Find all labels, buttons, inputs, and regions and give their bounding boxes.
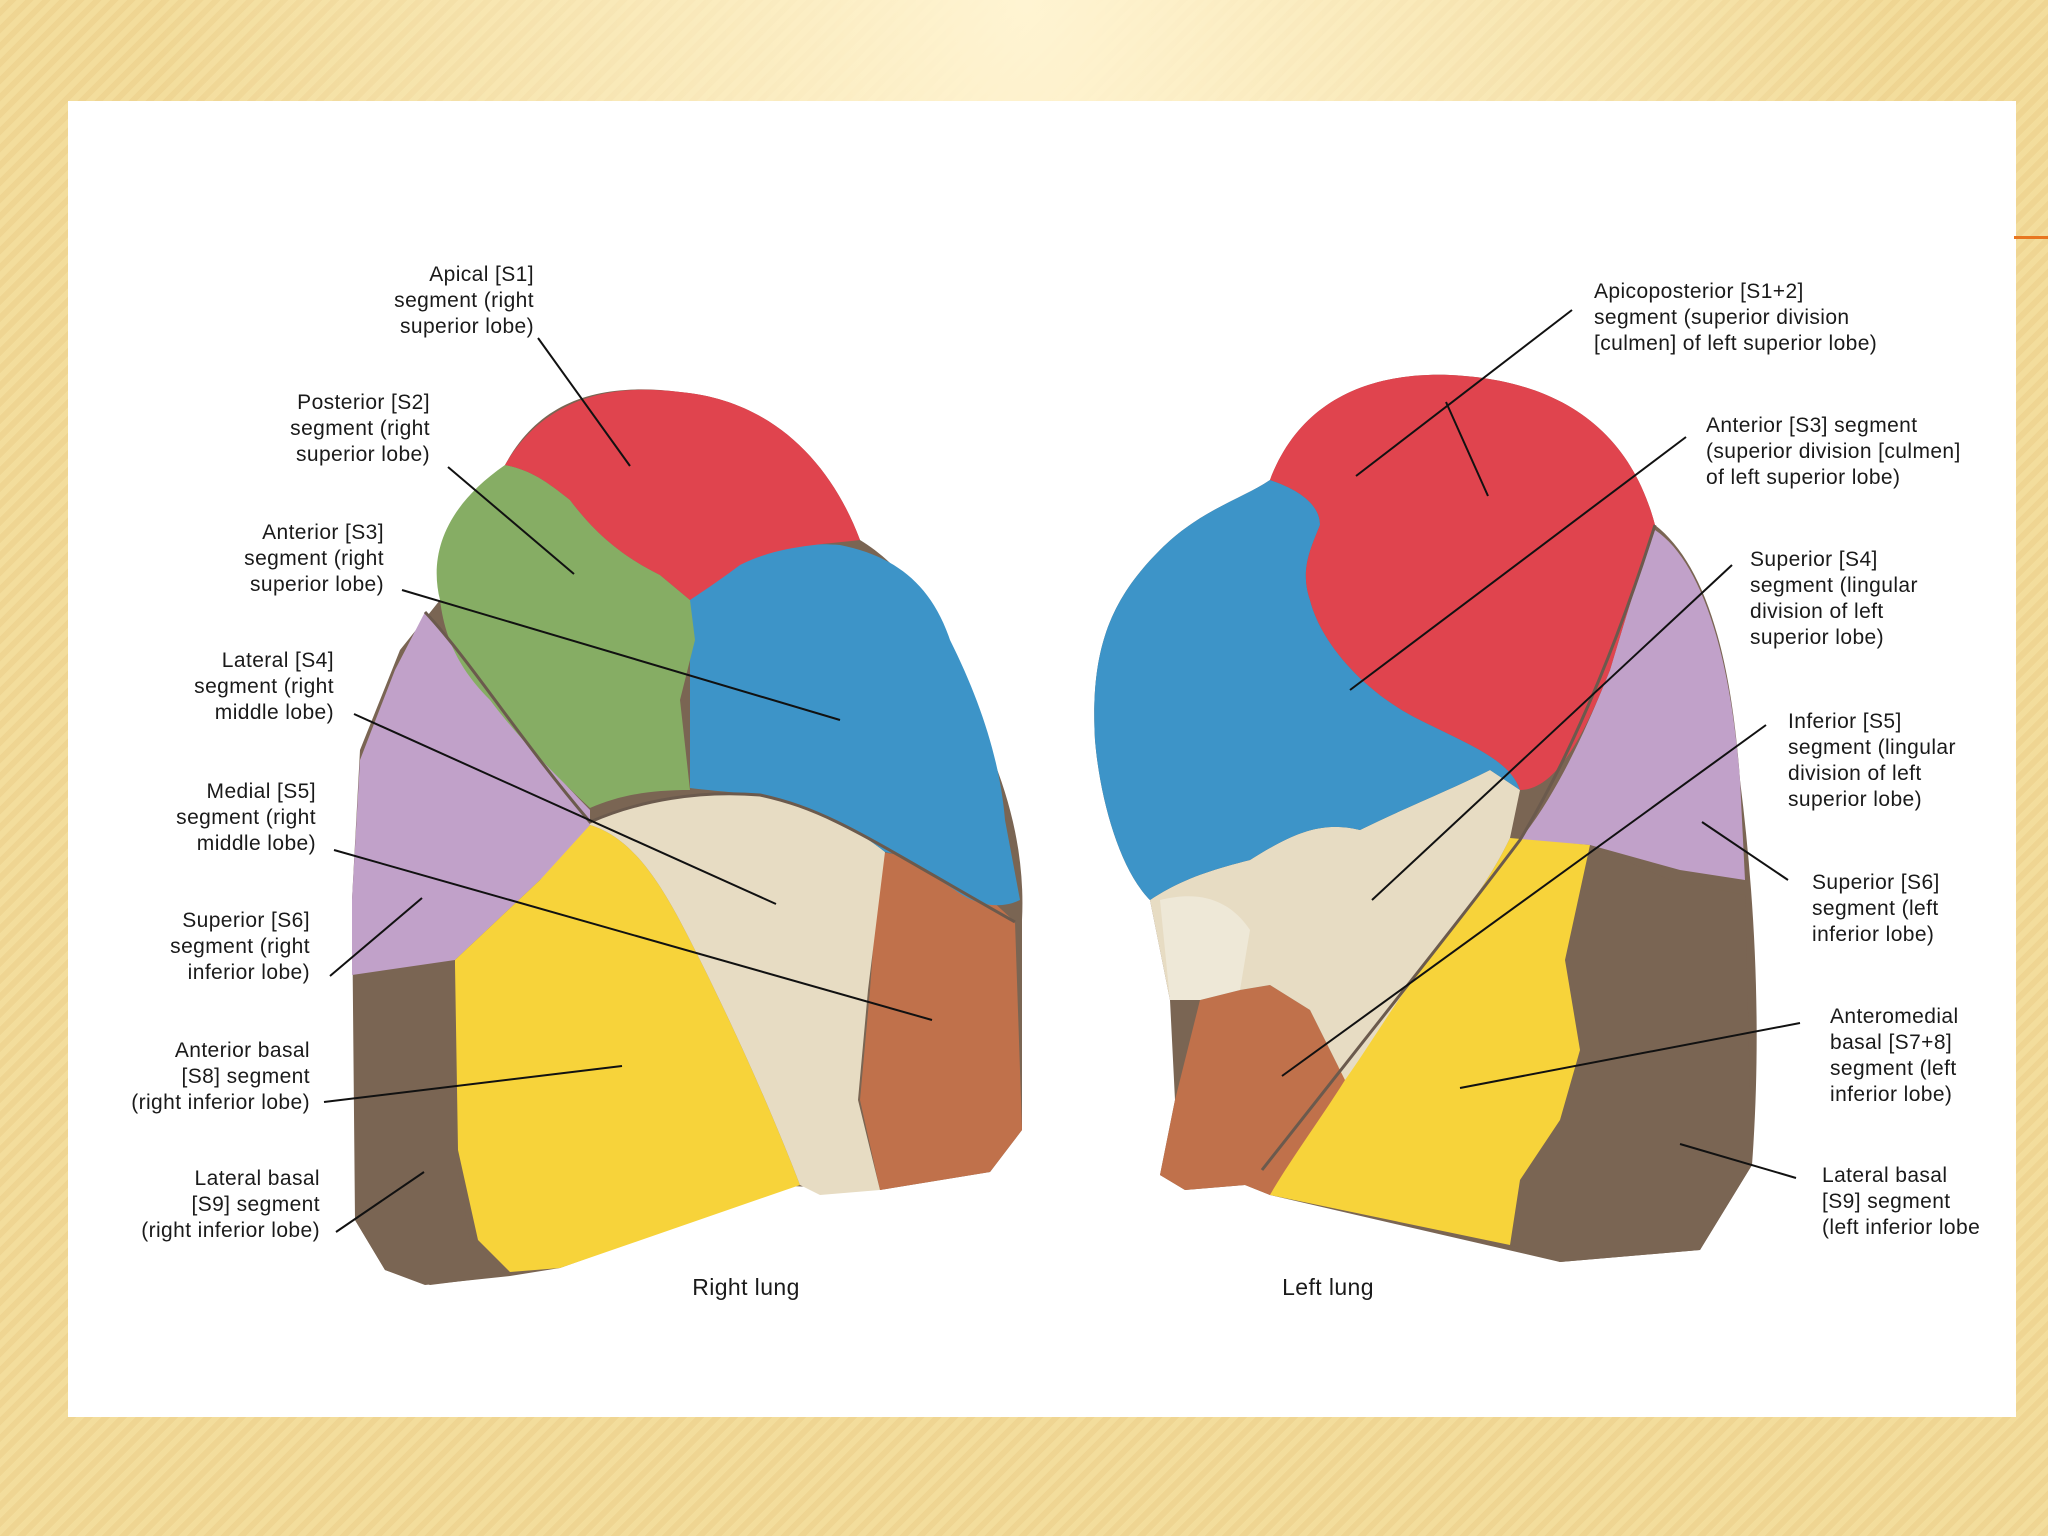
label-left-inferior-s5: Inferior [S5] segment (lingular division… <box>1788 710 1956 811</box>
label-left-apicoposterior-s12: Apicoposterior [S1+2] segment (superior … <box>1594 280 1878 355</box>
left-inferior-s5 <box>1160 985 1345 1195</box>
accent-line <box>2014 236 2048 239</box>
left-lingula-highlight <box>1160 896 1250 1000</box>
label-right-anterior-basal-s8: Anterior basal [S8] segment (right infer… <box>131 1039 310 1114</box>
right-oblique-fissure <box>423 610 1016 924</box>
label-left-superior-s6: Superior [S6] segment (left inferior lob… <box>1812 871 1940 946</box>
left-superior-s6 <box>1520 530 1745 880</box>
leader-r-s6 <box>329 897 423 977</box>
label-right-lateral-basal-s9: Lateral basal [S9] segment (right inferi… <box>141 1167 320 1242</box>
right-medial-s5 <box>860 852 1022 1190</box>
label-right-medial-s5: Medial [S5] segment (right middle lobe) <box>176 780 316 855</box>
leader-lines <box>323 309 1801 1233</box>
leader-l-s78 <box>1459 1022 1801 1089</box>
leader-l-s9 <box>1679 1143 1797 1179</box>
label-right-superior-s6: Superior [S6] segment (right inferior lo… <box>170 909 310 984</box>
leader-l-s3 <box>1349 436 1687 691</box>
label-right-posterior-s2: Posterior [S2] segment (right superior l… <box>290 391 430 466</box>
label-left-superior-s4: Superior [S4] segment (lingular division… <box>1750 548 1918 649</box>
right-posterior-s2 <box>436 465 695 808</box>
left-lung <box>1094 374 1757 1263</box>
leader-r-s8 <box>323 1065 623 1103</box>
leader-l-s12b <box>1445 401 1489 497</box>
right-superior-s6 <box>352 612 590 975</box>
left-anterior-s3 <box>1094 480 1520 900</box>
leader-r-s4 <box>353 713 777 905</box>
left-lateral-basal-s9 <box>1510 845 1752 1262</box>
leader-r-s9 <box>335 1171 425 1233</box>
right-lung <box>352 389 1023 1285</box>
label-right-anterior-s3: Anterior [S3] segment (right superior lo… <box>244 521 384 596</box>
label-right-lateral-s4: Lateral [S4] segment (right middle lobe) <box>194 649 334 724</box>
leader-r-s1 <box>537 337 631 467</box>
leader-l-s6 <box>1701 821 1789 881</box>
leader-r-s2 <box>447 466 575 575</box>
leader-l-s12a <box>1355 309 1573 477</box>
left-apicoposterior-s12 <box>1270 374 1655 790</box>
label-left-anterior-s3: Anterior [S3] segment (superior division… <box>1706 414 1961 489</box>
right-lateral-basal-s9 <box>355 965 510 1285</box>
leader-l-s4 <box>1371 564 1733 901</box>
title-left-lung: Left lung <box>1282 1274 1374 1300</box>
label-left-anteromedial-basal-s78: Anteromedial basal [S7+8] segment (left … <box>1830 1005 1959 1106</box>
leader-l-s5 <box>1281 724 1767 1077</box>
right-anterior-s3 <box>690 544 1020 906</box>
leader-r-s5 <box>333 849 933 1021</box>
label-right-apical-s1: Apical [S1] segment (right superior lobe… <box>394 263 534 338</box>
right-anterior-basal-s8 <box>455 825 800 1272</box>
leader-r-s3 <box>401 589 841 721</box>
right-apical-s1 <box>505 389 860 600</box>
right-lateral-s4 <box>590 793 885 1195</box>
left-anteromedial-basal-s78 <box>1262 838 1590 1245</box>
title-right-lung: Right lung <box>692 1274 800 1300</box>
left-oblique-fissure <box>1260 524 1657 1171</box>
label-left-lateral-basal-s9: Lateral basal [S9] segment (left inferio… <box>1822 1164 1981 1239</box>
